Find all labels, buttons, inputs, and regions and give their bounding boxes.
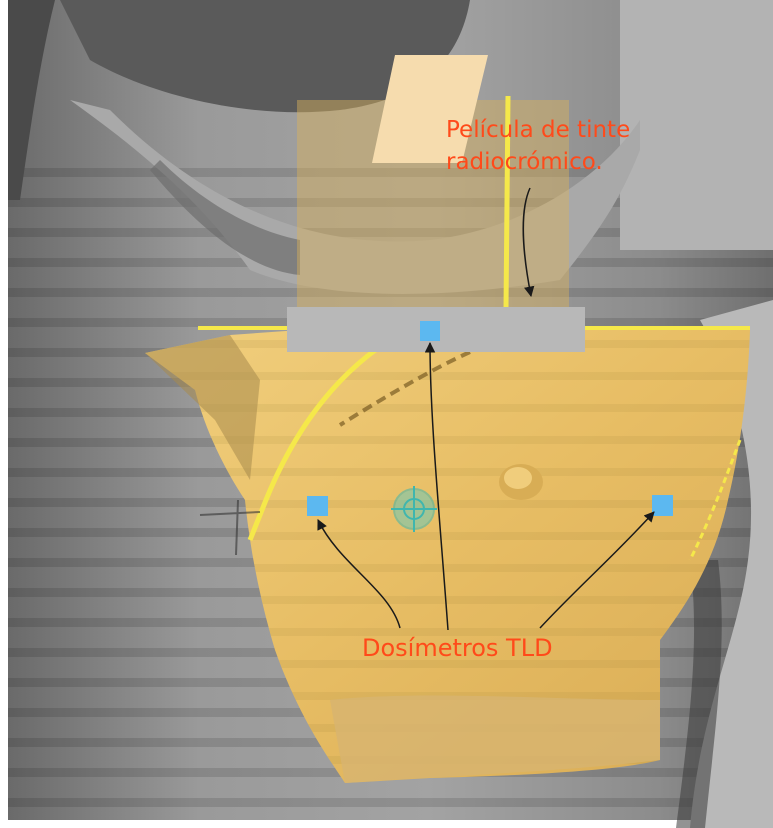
right-shoulder [620, 0, 773, 250]
tld-dosimeters-label: Dosímetros TLD [362, 634, 553, 662]
tld-dosimeter-right [652, 495, 673, 516]
tld-dosimeter-left [307, 496, 328, 516]
chest-bump-highlight [504, 467, 532, 489]
film-label-line-2: radiocrómico. [446, 149, 603, 175]
tld-dosimeter-top [420, 321, 440, 341]
film-label-line-1: Película de tinte [446, 117, 630, 143]
